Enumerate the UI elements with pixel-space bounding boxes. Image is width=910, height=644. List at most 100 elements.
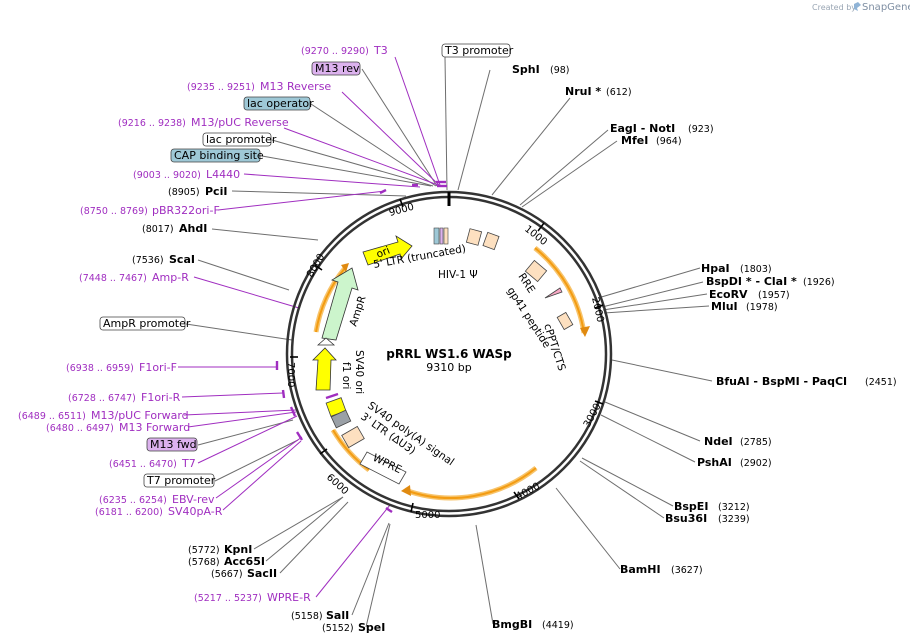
- enzyme-bspei-pos: (3212): [718, 502, 750, 513]
- enzyme-ahdi-pos: (8017): [142, 224, 174, 235]
- primer-m13puc-reverse-range: (9216 .. 9238): [118, 118, 186, 129]
- primer-ampr-range: (7448 .. 7467): [79, 273, 147, 284]
- enzyme-pcii[interactable]: PciI: [205, 185, 227, 198]
- enzyme-ecorv-pos: (1957): [758, 290, 790, 301]
- tick-label-4000: 4000: [514, 481, 542, 503]
- backbone: [285, 190, 613, 518]
- primer-f1ori-r-range: (6728 .. 6747): [68, 393, 136, 404]
- enzyme-mfei-pos: (964): [656, 136, 682, 147]
- enzyme-sacii[interactable]: SacII: [247, 567, 277, 580]
- plasmid-name: pRRL WS1.6 WASp: [386, 347, 512, 361]
- enzyme-bspdi-clai-pos: (1926): [803, 277, 835, 288]
- primer-wpre-r[interactable]: WPRE-R: [267, 591, 311, 604]
- primer-f1ori-r[interactable]: F1ori-R: [141, 391, 181, 404]
- box-lac-promoter[interactable]: lac promoter: [206, 133, 277, 146]
- primer-labels: (9270 .. 9290) T3 (9235 .. 9251) M13 Rev…: [18, 44, 388, 604]
- primer-m13puc-reverse[interactable]: M13/pUC Reverse: [191, 116, 289, 129]
- enzyme-ndei-pos: (2785): [740, 437, 772, 448]
- enzyme-bspei[interactable]: BspEI: [674, 500, 708, 513]
- primer-m13-forward[interactable]: M13 Forward: [119, 421, 190, 434]
- box-ampr-promoter[interactable]: AmpR promoter: [103, 317, 191, 330]
- primer-sv40pa-r[interactable]: SV40pA-R: [168, 505, 223, 518]
- enzyme-sali-pos: (5158): [291, 611, 323, 622]
- cds-arcs: [313, 246, 587, 501]
- enzyme-sphi[interactable]: SphI: [512, 63, 540, 76]
- primer-l4440-range: (9003 .. 9020): [133, 170, 201, 181]
- tick-label-8000: 8000: [305, 252, 327, 280]
- enzyme-sacii-pos: (5667): [211, 569, 243, 580]
- enzyme-acc65i[interactable]: Acc65I: [224, 555, 265, 568]
- primer-sv40pa-r-range: (6181 .. 6200): [95, 507, 163, 518]
- enzyme-nrui[interactable]: NruI *: [565, 85, 601, 98]
- enzyme-sali[interactable]: SalI: [326, 609, 349, 622]
- psi-boxes: [465, 228, 500, 251]
- enzyme-scai-pos: (7536): [132, 255, 164, 266]
- enzyme-spei-pos: (5152): [322, 623, 354, 634]
- primer-t3-range: (9270 .. 9290): [301, 46, 369, 57]
- enzyme-eagi-noti[interactable]: EagI - NotI: [610, 122, 675, 135]
- ltr5-feature: [433, 227, 449, 245]
- box-t7-promoter[interactable]: T7 promoter: [146, 474, 216, 487]
- enzyme-spei[interactable]: SpeI: [358, 621, 385, 634]
- ori-label: ori: [375, 245, 392, 261]
- enzyme-bsu36i-pos: (3239): [718, 514, 750, 525]
- enzyme-pshai[interactable]: PshAI: [697, 456, 732, 469]
- primer-m13puc-forward[interactable]: M13/pUC Forward: [91, 409, 189, 422]
- arc-arrowhead-2: [401, 485, 411, 496]
- enzyme-scai[interactable]: ScaI: [169, 253, 195, 266]
- enzyme-kpni[interactable]: KpnI: [224, 543, 252, 556]
- tick-label-9000: 9000: [388, 202, 415, 219]
- enzyme-bfuai[interactable]: BfuAI - BspMI - PaqCI: [716, 375, 847, 388]
- wpre-feature: [359, 451, 407, 485]
- enzyme-bmgbi[interactable]: BmgBI: [492, 618, 532, 631]
- f1ori-label: f1 ori: [340, 362, 352, 389]
- psi-label: HIV-1 Ψ: [438, 269, 478, 281]
- primer-f1ori-f-range: (6938 .. 6959): [66, 363, 134, 374]
- enzyme-bamhi[interactable]: BamHI: [620, 563, 661, 576]
- enzyme-mfei[interactable]: MfeI: [621, 134, 648, 147]
- enzyme-ahdi[interactable]: AhdI: [179, 222, 207, 235]
- ampr-feature: [321, 267, 359, 341]
- enzyme-bmgbi-pos: (4419): [542, 620, 574, 631]
- primer-ebv-rev[interactable]: EBV-rev: [172, 493, 215, 506]
- ori-feature: [362, 235, 413, 266]
- boxed-labels: T3 promoter M13 rev lac operator lac pro…: [99, 43, 514, 488]
- tick-marks: [290, 198, 604, 513]
- primer-ampr[interactable]: Amp-R: [152, 271, 189, 284]
- box-m13-rev[interactable]: M13 rev: [315, 62, 360, 75]
- primer-t3[interactable]: T3: [373, 44, 388, 57]
- box-lac-operator[interactable]: lac operator: [247, 97, 314, 110]
- created-by-label: Created by: [812, 3, 856, 12]
- primer-pbr322ori[interactable]: pBR322ori-F: [152, 204, 220, 217]
- box-m13-fwd[interactable]: M13 fwd: [150, 438, 197, 451]
- enzyme-ndei[interactable]: NdeI: [704, 435, 733, 448]
- enzyme-pshai-pos: (2902): [740, 458, 772, 469]
- box-t3-promoter[interactable]: T3 promoter: [444, 44, 514, 57]
- primer-m13-reverse-range: (9235 .. 9251): [187, 82, 255, 93]
- enzyme-bspdi-clai[interactable]: BspDI * - ClaI *: [706, 275, 797, 288]
- enzyme-acc65i-pos: (5768): [188, 557, 220, 568]
- primer-m13-reverse[interactable]: M13 Reverse: [260, 80, 331, 93]
- enzyme-sphi-pos: (98): [550, 65, 570, 76]
- ampr-label: AmpR: [347, 294, 368, 328]
- enzyme-labels: SphI (98) NruI * (612) EagI - NotI (923)…: [132, 63, 897, 634]
- primer-m13puc-forward-range: (6489 .. 6511): [18, 411, 86, 422]
- enzyme-ecorv[interactable]: EcoRV: [709, 288, 748, 301]
- enzyme-mlui[interactable]: MluI: [711, 300, 738, 313]
- enzyme-bsu36i[interactable]: Bsu36I: [665, 512, 707, 525]
- arc-arrowhead-3: [341, 263, 349, 272]
- tick-label-3000: 3000: [582, 402, 604, 430]
- primer-f1ori-f[interactable]: F1ori-F: [139, 361, 177, 374]
- primer-t7[interactable]: T7: [181, 457, 196, 470]
- primer-l4440[interactable]: L4440: [206, 168, 240, 181]
- box-cap-binding-site[interactable]: CAP binding site: [174, 149, 264, 162]
- sv40ori-label: SV40 ori: [353, 350, 365, 394]
- enzyme-hpai[interactable]: HpaI: [701, 262, 730, 275]
- enzyme-pcii-pos: (8905): [168, 187, 200, 198]
- f1ori-feature: [312, 337, 337, 391]
- primer-t7-range: (6451 .. 6470): [109, 459, 177, 470]
- primer-m13-forward-range: (6480 .. 6497): [46, 423, 114, 434]
- primer-ebv-rev-range: (6235 .. 6254): [99, 495, 167, 506]
- primer-marks: [275, 180, 447, 513]
